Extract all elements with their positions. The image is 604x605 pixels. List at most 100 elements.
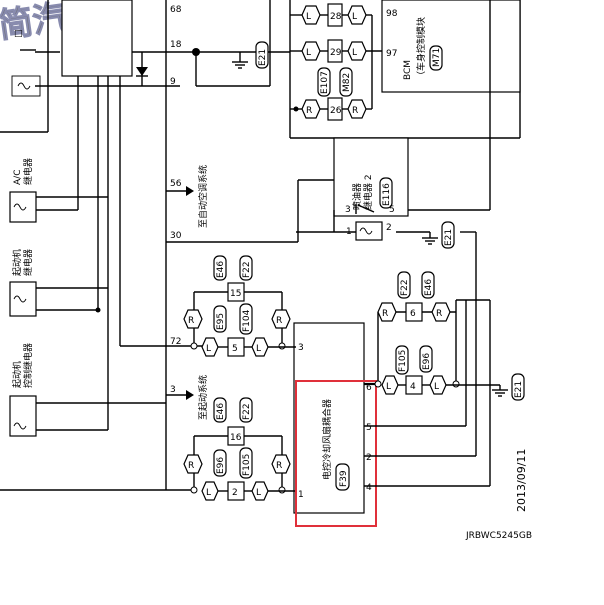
trunk-wires — [0, 0, 205, 491]
coil-top — [11, 75, 41, 97]
svg-text:16: 16 — [230, 433, 242, 443]
svg-text:R: R — [352, 106, 358, 116]
ac-relay: A/C继电器 — [9, 158, 37, 223]
bcm-pin-97: 97 — [386, 49, 397, 59]
svg-text:4: 4 — [410, 382, 416, 392]
svg-text:L: L — [306, 12, 311, 22]
right-connector-group: F22 E46 6 R R F105 E96 L 4 L — [374, 271, 500, 395]
arrow-to-ac — [186, 186, 194, 196]
bcm-pin-98: 98 — [386, 9, 398, 19]
svg-text:简汽: 简汽 — [0, 0, 69, 46]
svg-text:5: 5 — [389, 205, 395, 215]
ground-e21-mid: E21 — [422, 221, 455, 249]
arrow-to-start — [186, 390, 194, 400]
wire-9: 9 — [170, 77, 176, 87]
svg-text:E21: E21 — [444, 229, 454, 246]
svg-text:R: R — [276, 316, 282, 326]
svg-text:E46: E46 — [216, 261, 226, 278]
svg-text:E46: E46 — [424, 279, 434, 296]
svg-text:E96: E96 — [216, 457, 226, 474]
bcm-code: M71 — [432, 48, 442, 67]
svg-text:R: R — [188, 461, 194, 471]
svg-text:R: R — [436, 309, 442, 319]
svg-text:26: 26 — [330, 106, 342, 116]
svg-text:E46: E46 — [216, 403, 226, 420]
svg-text:2: 2 — [386, 223, 392, 233]
fuel-relay-label: 喷油器继电器 2 — [351, 174, 374, 210]
svg-text:E21: E21 — [258, 49, 268, 66]
module-pin-6: 6 — [366, 383, 372, 393]
svg-text:6: 6 — [410, 309, 416, 319]
svg-text:E96: E96 — [422, 353, 432, 370]
ground-e21-right: E21 — [492, 373, 525, 401]
svg-text:L: L — [256, 344, 261, 354]
starter-control-relay: 起动机控制继电器 — [9, 343, 37, 437]
svg-text:E116: E116 — [382, 183, 392, 206]
module-pin-2: 2 — [366, 453, 372, 463]
bcm-desc: （车身控制模块 — [415, 17, 427, 80]
wire-68: 68 — [170, 5, 182, 15]
highlight-box — [295, 380, 377, 527]
starter-relay-label: 起动机继电器 — [11, 249, 34, 276]
svg-text:L: L — [206, 344, 211, 354]
ground-e21-top: E21 — [232, 41, 269, 69]
date-stamp: 2013/09/11 — [515, 449, 528, 512]
svg-text:R: R — [306, 106, 312, 116]
svg-text:R: R — [188, 316, 194, 326]
svg-text:L: L — [434, 382, 439, 392]
mid-left-connector-group: E46 F22 15 R R E95 F104 L 5 L — [183, 255, 296, 357]
diode-icon — [136, 67, 148, 76]
to-ac-system-label: 至自动空调系统 — [197, 165, 209, 228]
svg-text:F22: F22 — [400, 279, 410, 296]
bottom-left-connector-group: E46 F22 16 R R E96 F105 L 2 L — [183, 397, 296, 501]
module-pin-3: 3 — [298, 343, 304, 353]
top-relay-mark: □ — [14, 29, 23, 39]
wire-72: 72 — [170, 337, 181, 347]
svg-text:R: R — [276, 461, 282, 471]
bcm-module: 98 97 BCM （车身控制模块 M71 — [381, 0, 521, 93]
svg-text:15: 15 — [230, 289, 241, 299]
watermark-logo: 简汽 — [0, 0, 70, 47]
module-pin-4: 4 — [366, 483, 372, 493]
ac-relay-label: A/C继电器 — [13, 158, 34, 185]
to-start-system-label: 至起动系统 — [197, 375, 209, 420]
svg-text:F105: F105 — [398, 350, 408, 372]
svg-text:M82: M82 — [342, 73, 352, 92]
starter-control-relay-label: 起动机控制继电器 — [11, 343, 34, 388]
svg-text:R: R — [382, 309, 388, 319]
wire-56: 56 — [170, 179, 182, 189]
top-connector-cluster: 28 L L 29 L L E107 M82 26 R R — [269, 0, 521, 139]
wire-18: 18 — [170, 40, 182, 50]
fuel-injector-relay: 喷油器继电器 2 E116 3 5 1 2 — [333, 137, 409, 241]
svg-text:3: 3 — [345, 205, 351, 215]
module-pin-1: 1 — [298, 490, 304, 500]
svg-text:L: L — [352, 48, 357, 58]
svg-text:L: L — [306, 48, 311, 58]
svg-text:E107: E107 — [320, 71, 330, 94]
svg-text:E95: E95 — [216, 313, 226, 330]
svg-text:F105: F105 — [242, 454, 252, 476]
cooling-fan-module: 3 6 5 2 4 1 电控冷却风扇耦合器 F39 — [293, 322, 372, 514]
svg-text:F104: F104 — [242, 309, 252, 332]
left-relay-panel: □ A/C继电器 起动机继电器 起动机控制继电器 — [0, 0, 180, 437]
svg-text:E21: E21 — [514, 381, 524, 398]
svg-text:28: 28 — [330, 12, 342, 22]
svg-text:2: 2 — [232, 488, 238, 498]
bcm-name: BCM — [403, 60, 413, 80]
svg-text:F22: F22 — [242, 261, 252, 278]
module-name: 电控冷却风扇耦合器 — [321, 399, 333, 480]
svg-text:L: L — [352, 12, 357, 22]
svg-text:5: 5 — [232, 344, 238, 354]
svg-text:F22: F22 — [242, 403, 252, 420]
module-code: F39 — [339, 470, 349, 487]
module-pin-5: 5 — [366, 423, 372, 433]
svg-text:L: L — [386, 382, 391, 392]
wire-30: 30 — [170, 231, 182, 241]
svg-text:L: L — [256, 488, 261, 498]
diagram-id: JRBWC5245GB — [465, 531, 532, 541]
wire-3: 3 — [170, 385, 176, 395]
svg-text:29: 29 — [330, 48, 342, 58]
svg-text:L: L — [206, 488, 211, 498]
starter-relay: 起动机继电器 — [9, 249, 37, 317]
